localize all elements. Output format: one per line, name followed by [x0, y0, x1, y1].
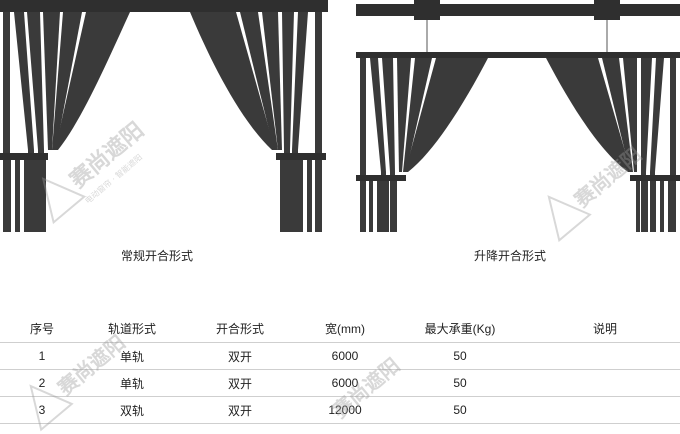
header-max-load: 最大承重(Kg)	[390, 314, 530, 343]
cell-notes	[530, 396, 680, 424]
lift-right-panel	[546, 58, 680, 232]
table-row: 1 单轨 双开 6000 50	[0, 342, 680, 370]
cell-max-load: 50	[390, 369, 530, 397]
cell-index: 1	[0, 342, 84, 370]
caption-regular: 常规开合形式	[121, 249, 194, 263]
header-open-type: 开合形式	[180, 314, 300, 343]
cell-index: 2	[0, 369, 84, 397]
cell-open-type: 双开	[180, 369, 300, 397]
right-curtain-panel	[190, 12, 326, 232]
table-row: 2 单轨 双开 6000 50	[0, 369, 680, 397]
cell-width: 12000	[300, 396, 390, 424]
lift-rail	[356, 52, 680, 58]
header-width: 宽(mm)	[300, 314, 390, 343]
cell-track-type: 双轨	[84, 396, 180, 424]
cell-width: 6000	[300, 369, 390, 397]
cell-max-load: 50	[390, 342, 530, 370]
cell-track-type: 单轨	[84, 369, 180, 397]
spec-table: 序号 轨道形式 开合形式 宽(mm) 最大承重(Kg) 说明 1 单轨 双开 6…	[0, 314, 680, 424]
cell-open-type: 双开	[180, 342, 300, 370]
lifting-curtain-figure	[356, 0, 680, 232]
table-header-row: 序号 轨道形式 开合形式 宽(mm) 最大承重(Kg) 说明	[0, 314, 680, 343]
cell-index: 3	[0, 396, 84, 424]
cell-track-type: 单轨	[84, 342, 180, 370]
header-notes: 说明	[530, 314, 680, 343]
regular-curtain-figure	[0, 0, 328, 232]
header-index: 序号	[0, 314, 84, 343]
cell-max-load: 50	[390, 396, 530, 424]
left-curtain-panel	[0, 12, 130, 232]
lift-left-panel	[356, 58, 488, 232]
header-track-type: 轨道形式	[84, 314, 180, 343]
cell-open-type: 双开	[180, 396, 300, 424]
cell-notes	[530, 342, 680, 370]
cell-width: 6000	[300, 342, 390, 370]
top-valance	[0, 0, 328, 12]
curtain-illustration	[0, 0, 680, 232]
cell-notes	[530, 369, 680, 397]
caption-lifting: 升降开合形式	[474, 249, 547, 263]
table-row: 3 双轨 双开 12000 50	[0, 396, 680, 424]
ceiling-beam	[356, 4, 680, 16]
